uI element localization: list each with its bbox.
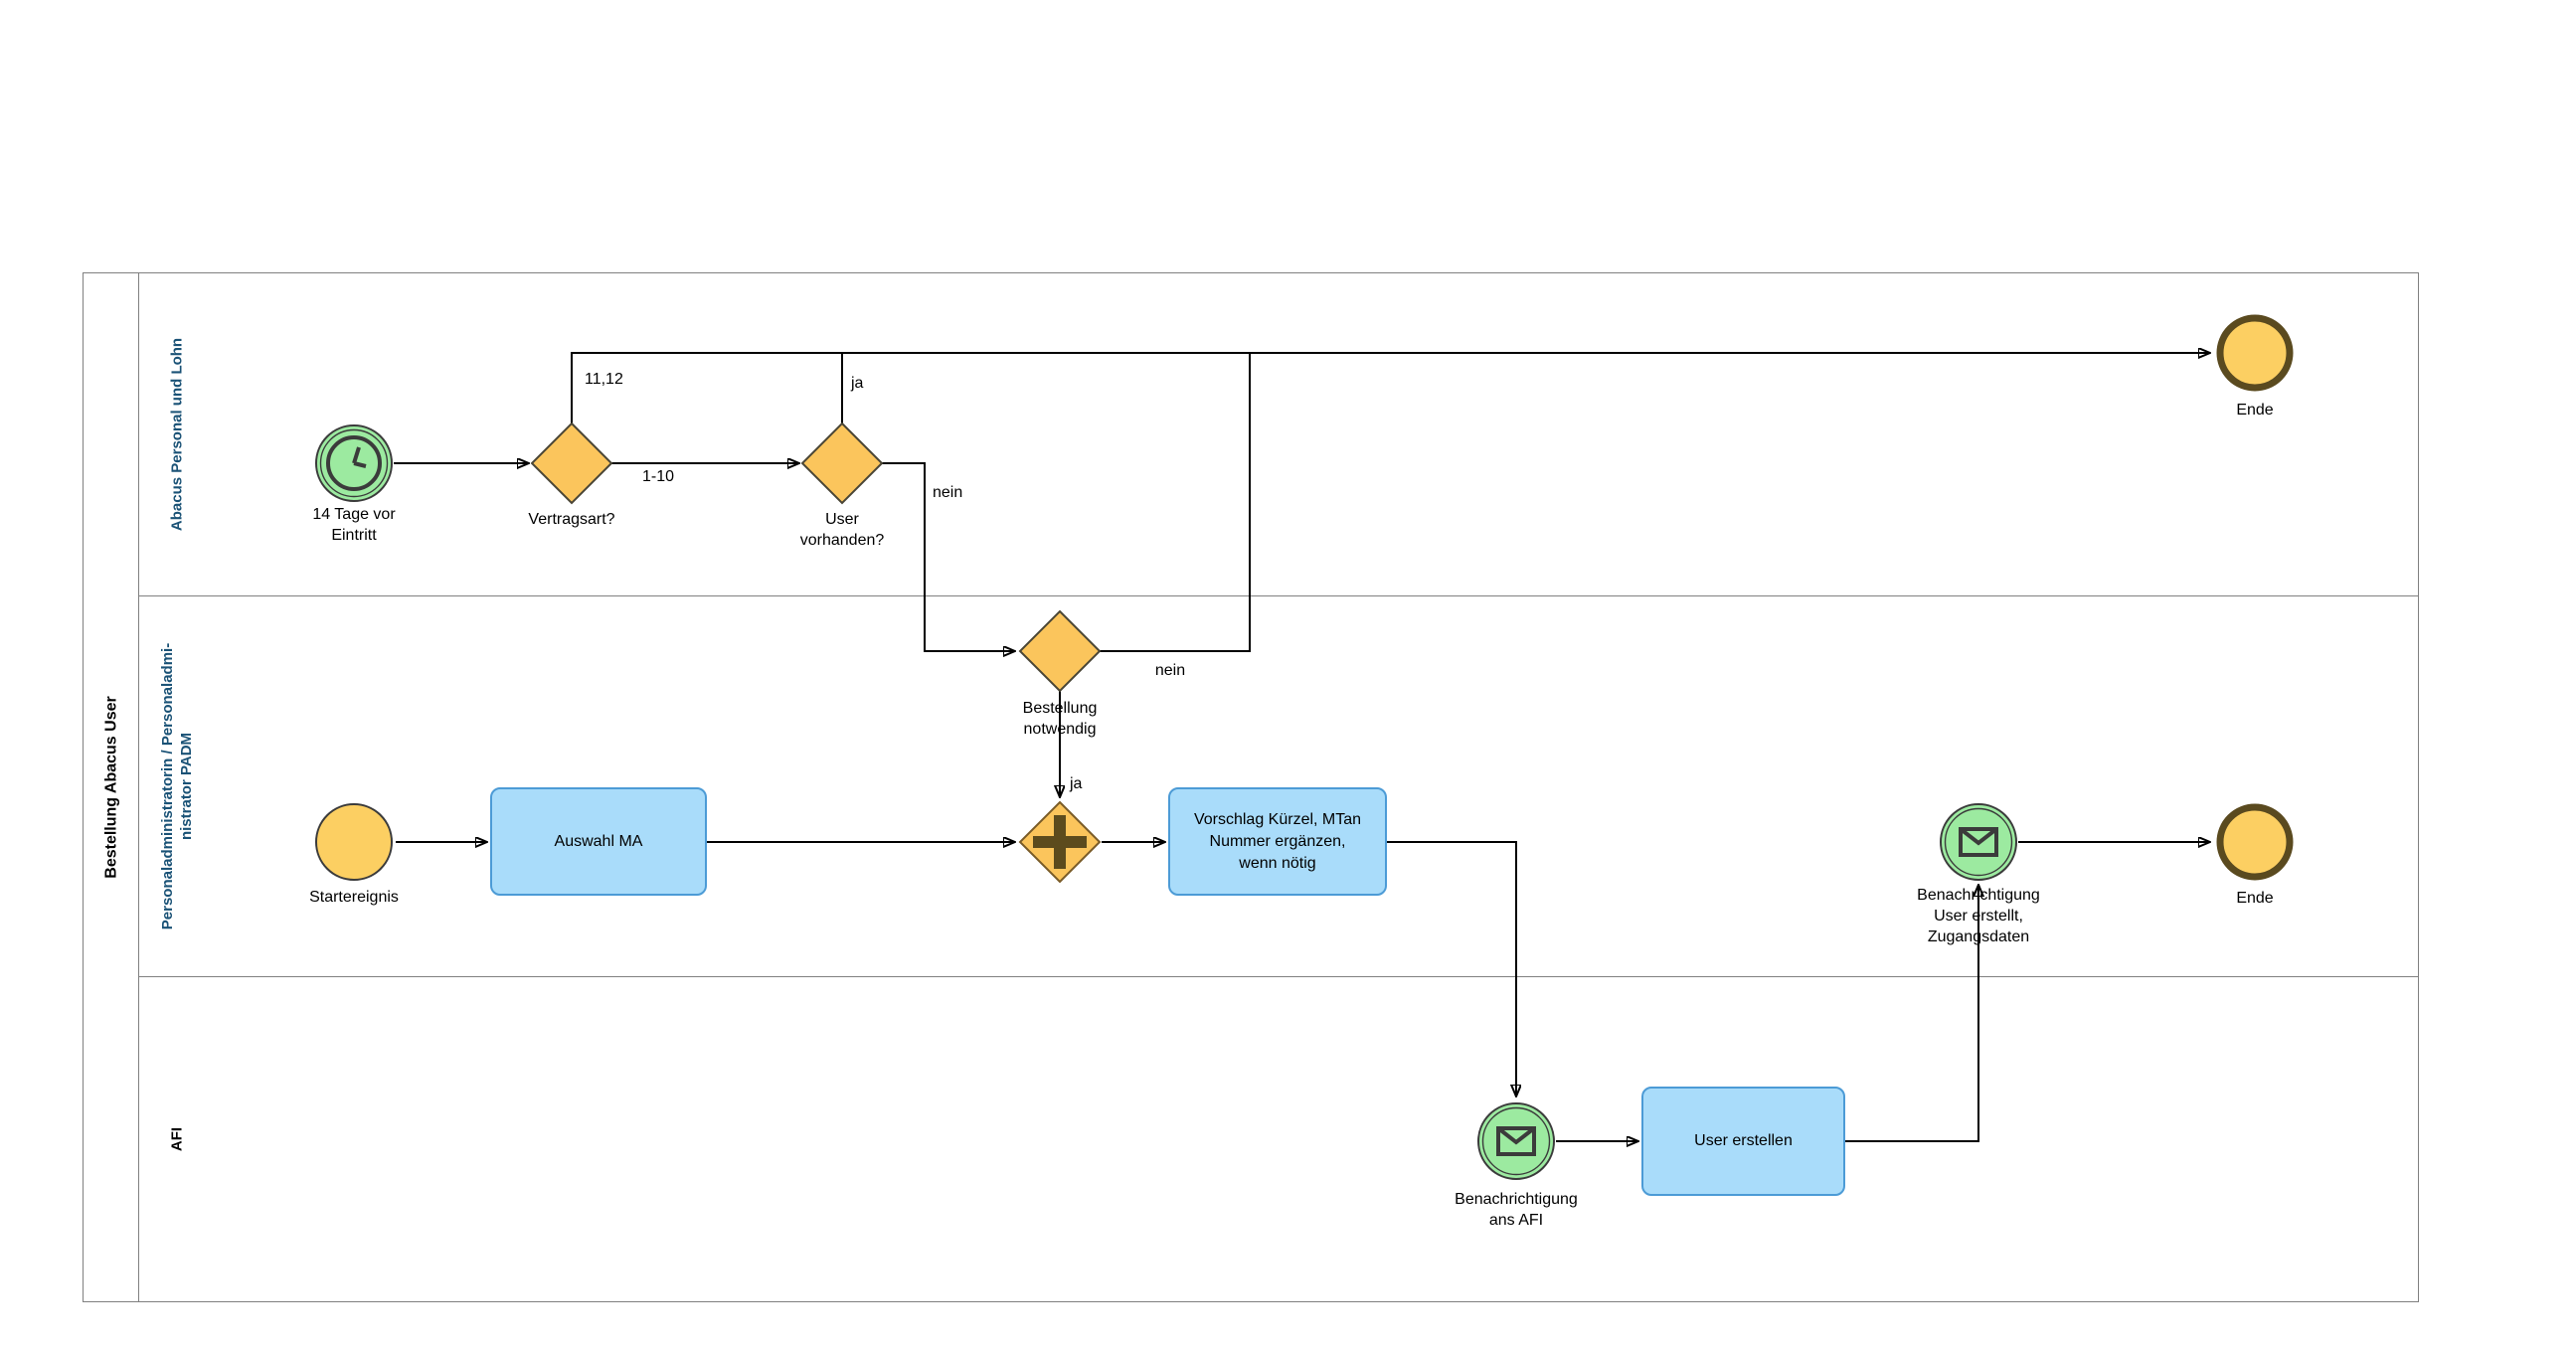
exclusive-gateway-icon xyxy=(1018,609,1102,693)
node-label-benachrichtigung-user: Benachrichtigung User erstellt, Zugangsd… xyxy=(1917,887,2040,945)
pool-title: Bestellung Abacus User xyxy=(102,696,120,879)
node-label-ende-lane2: Ende xyxy=(2236,890,2274,907)
end-event-icon xyxy=(2216,803,2294,881)
flow-label-11-12: 11,12 xyxy=(585,371,623,388)
task-auswahl-ma: Auswahl MA xyxy=(490,787,707,896)
lane-label-afi: AFI xyxy=(168,1126,186,1152)
flow-label-1-10: 1-10 xyxy=(641,468,675,485)
lane-label-abacus-personal-und-lohn: Abacus Personal und Lohn xyxy=(168,337,186,532)
lane-afi xyxy=(139,977,2419,1302)
node-label-user-vorhanden: User vorhanden? xyxy=(799,511,885,549)
timer-clock-icon xyxy=(315,424,393,502)
node-label-startereignis: Startereignis xyxy=(309,889,399,906)
exclusive-gateway-icon xyxy=(530,421,613,505)
gateway-user-vorhanden xyxy=(800,421,884,505)
envelope-icon xyxy=(1477,1102,1555,1180)
flow-label-nein-bestellung: nein xyxy=(1154,662,1186,679)
message-event-ans-afi xyxy=(1474,1099,1558,1183)
node-label-bestellung-notwendig: Bestellung notwendig xyxy=(1022,700,1098,738)
pool-title-column xyxy=(84,273,139,1301)
envelope-icon xyxy=(1940,803,2017,881)
node-label-ende-top: Ende xyxy=(2236,402,2274,419)
lane-personaladministrator-padm xyxy=(139,596,2419,977)
end-event-icon xyxy=(2216,314,2294,392)
node-label-vertragsart: Vertragsart? xyxy=(528,511,615,528)
lane-abacus-personal-und-lohn xyxy=(139,273,2419,596)
start-event-icon xyxy=(315,803,393,881)
start-event-timer xyxy=(312,421,396,505)
gateway-bestellung-notwendig xyxy=(1018,609,1102,693)
gateway-parallel xyxy=(1018,800,1102,884)
end-event-top xyxy=(2213,311,2297,395)
flow-label-ja-user-vorhanden: ja xyxy=(851,375,864,392)
task-label: Vorschlag Kürzel, MTan Nummer ergänzen, … xyxy=(1193,810,1362,872)
task-label: Auswahl MA xyxy=(554,832,643,850)
exclusive-gateway-icon xyxy=(800,421,884,505)
task-label: User erstellen xyxy=(1694,1132,1793,1149)
gateway-vertragsart xyxy=(530,421,613,505)
flow-label-nein-user-vorhanden: nein xyxy=(933,484,963,501)
end-event-lane2 xyxy=(2213,800,2297,884)
message-event-user-erstellt xyxy=(1937,800,2020,884)
node-label-timer-start: 14 Tage vor Eintritt xyxy=(312,506,396,544)
flow-label-ja-bestellung: ja xyxy=(1070,775,1083,792)
task-vorschlag-kuerzel: Vorschlag Kürzel, MTan Nummer ergänzen, … xyxy=(1168,787,1387,896)
task-user-erstellen: User erstellen xyxy=(1641,1087,1845,1196)
parallel-gateway-plus-icon xyxy=(1018,800,1102,884)
start-event-lane2 xyxy=(312,800,396,884)
node-label-benachrichtigung-afi: Benachrichtigung ans AFI xyxy=(1455,1191,1578,1229)
lane-label-personaladministrator-padm: Personaladministratorin / Personaladmi- … xyxy=(159,642,195,930)
